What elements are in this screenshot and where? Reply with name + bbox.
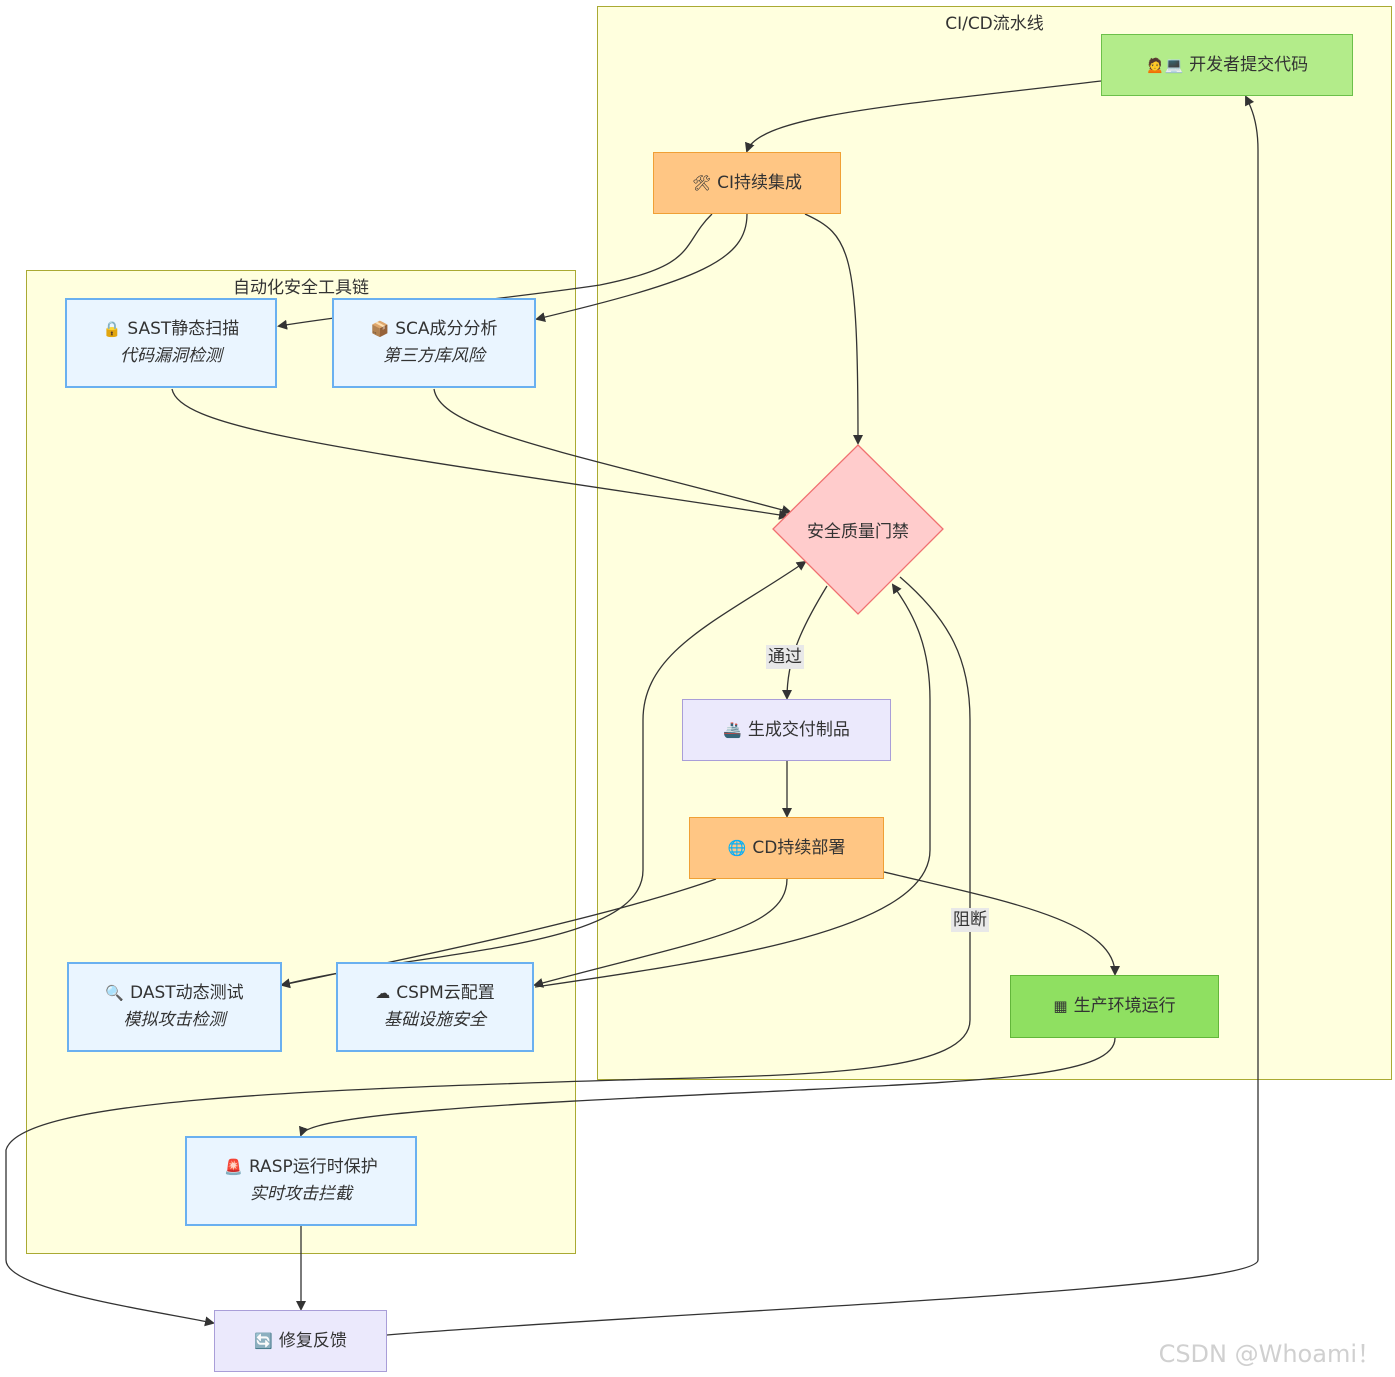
siren-icon: 🚨 [224,1158,243,1176]
dast-label: DAST动态测试 [130,983,244,1003]
sast-sub: 代码漏洞检测 [120,346,222,366]
node-fix-feedback[interactable]: 🔄 修复反馈 [214,1310,387,1372]
edge-ci-gate [804,213,863,445]
node-security-gate[interactable]: 安全质量门禁 [773,443,943,615]
build-label: 生成交付制品 [747,719,850,740]
edge-cd-cspm [533,878,788,988]
sca-sub: 第三方库风险 [383,346,485,366]
edge-fix-dev [386,95,1259,1336]
edge-dast-gate [281,560,807,986]
security-gate-diamond [772,444,944,615]
lock-icon: 🔒 [102,320,122,338]
rasp-sub: 实时攻击拦截 [250,1184,352,1204]
cluster-cicd-title: CI/CD流水线 [945,14,1044,34]
prod-label: 生产环境运行 [1073,996,1176,1016]
edge-gate-fix-block [5,576,971,1327]
edge-cspm-gate [534,583,931,988]
refresh-icon: 🔄 [254,1331,273,1350]
edge-label-pass: 通过 [766,645,804,669]
node-sast[interactable]: 🔒 SAST静态扫描 代码漏洞检测 [65,298,277,388]
edge-label-block: 阻断 [951,908,989,932]
dast-sub: 模拟攻击检测 [123,1010,226,1030]
ci-label: CI持续集成 [717,172,802,193]
node-sca[interactable]: 📦 SCA成分分析 第三方库风险 [332,298,536,388]
edge-cd-prod [883,871,1120,976]
rasp-label: RASP运行时保护 [248,1157,378,1177]
cspm-sub: 基础设施安全 [384,1010,486,1030]
dev-label: 开发者提交代码 [1189,54,1309,75]
fix-label: 修复反馈 [278,1330,347,1351]
node-cd[interactable]: 🌐 CD持续部署 [689,817,884,879]
node-developer-commit[interactable]: 🙍💻 开发者提交代码 [1101,34,1353,96]
tools-icon: 🛠 [692,173,712,192]
package-icon: 📦 [370,320,390,338]
cluster-tools-title: 自动化安全工具链 [233,278,369,298]
node-production[interactable]: ▦ 生产环境运行 [1010,975,1219,1038]
cluster-security-toolchain: 自动化安全工具链 [26,270,576,1254]
edge-prod-rasp [299,1037,1116,1137]
edge-sca-gate [433,388,792,515]
calculator-icon: ▦ [1053,997,1068,1015]
magnifier-icon: 🔍 [105,984,125,1002]
edge-ci-sca [535,213,748,323]
edge-gate-build [782,585,828,700]
edge-dev-ci [745,80,1102,153]
gate-label: 安全质量门禁 [807,521,909,542]
globe-icon: 🌐 [727,838,747,857]
cd-label: CD持续部署 [752,837,846,858]
edge-sast-gate [171,388,789,520]
watermark: CSDN @Whoami！ [1158,1340,1381,1368]
node-cspm[interactable]: ☁ CSPM云配置 基础设施安全 [336,962,534,1052]
node-rasp[interactable]: 🚨 RASP运行时保护 实时攻击拦截 [185,1136,417,1226]
developer-computer-icon: 🙍💻 [1145,55,1184,74]
cspm-label: CSPM云配置 [396,983,495,1003]
cloud-icon: ☁ [375,984,391,1002]
ship-icon: 🚢 [723,720,742,739]
node-ci[interactable]: 🛠 CI持续集成 [653,152,841,214]
node-dast[interactable]: 🔍 DAST动态测试 模拟攻击检测 [67,962,282,1052]
sca-label: SCA成分分析 [395,319,498,339]
node-build-artifact[interactable]: 🚢 生成交付制品 [682,699,891,761]
sast-label: SAST静态扫描 [127,319,240,339]
